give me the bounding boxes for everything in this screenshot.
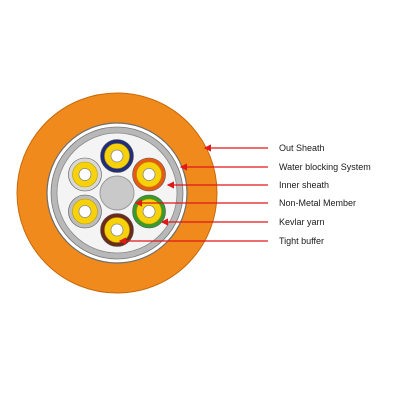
tube-upper-left bbox=[68, 157, 102, 192]
label-tight-buffer: Tight buffer bbox=[279, 236, 324, 246]
label-out-sheath: Out Sheath bbox=[279, 143, 325, 153]
non-metal-strength-member bbox=[99, 175, 135, 211]
tube-lower-right bbox=[132, 194, 166, 229]
tube-lower-right-fiber-core bbox=[142, 205, 156, 218]
label-water-blocking: Water blocking System bbox=[279, 162, 371, 172]
leader-lines bbox=[118, 144, 268, 245]
tube-top bbox=[100, 139, 134, 173]
tube-lower-left bbox=[68, 194, 102, 229]
label-non-metal: Non-Metal Member bbox=[279, 198, 356, 208]
tube-lower-left-fiber-core bbox=[78, 205, 92, 218]
label-inner-sheath: Inner sheath bbox=[279, 180, 329, 190]
labels: Out Sheath Water blocking System Inner s… bbox=[279, 143, 371, 246]
label-kevlar: Kevlar yarn bbox=[279, 217, 325, 227]
tube-upper-left-fiber-core bbox=[78, 168, 92, 181]
tube-upper-right-fiber-core bbox=[142, 168, 156, 181]
tube-top-fiber-core bbox=[110, 149, 124, 163]
tube-bottom-fiber-core bbox=[110, 223, 124, 237]
tube-bottom bbox=[100, 213, 134, 247]
tube-upper-right bbox=[132, 157, 166, 192]
